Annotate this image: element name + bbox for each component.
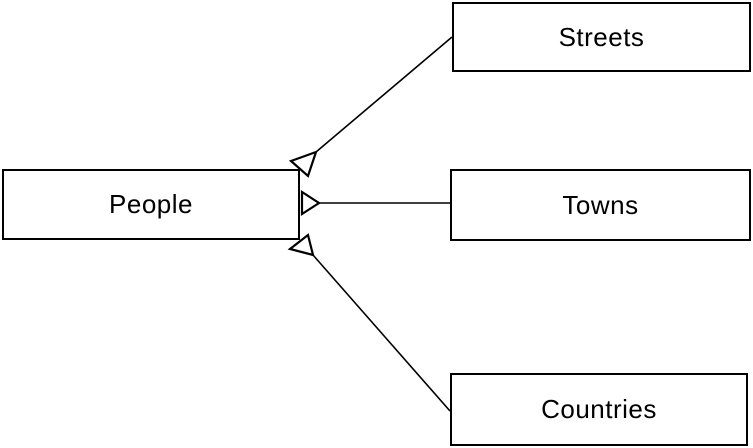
node-countries: Countries <box>450 373 748 446</box>
edge-people-streets-line <box>315 36 453 153</box>
edge-people-countries-line <box>312 254 451 412</box>
node-people-label: People <box>109 189 193 219</box>
edge-people-countries-open-triangle-arrowhead-icon <box>287 233 315 257</box>
node-people: People <box>2 169 300 240</box>
node-towns: Towns <box>450 169 751 241</box>
edge-people-streets-open-triangle-arrowhead-icon <box>288 150 318 178</box>
node-towns-label: Towns <box>562 189 639 220</box>
edge-people-towns-open-triangle-arrowhead-icon <box>300 189 322 217</box>
node-streets-label: Streets <box>558 21 645 52</box>
node-countries-label: Countries <box>541 394 657 424</box>
node-streets: Streets <box>452 2 751 72</box>
